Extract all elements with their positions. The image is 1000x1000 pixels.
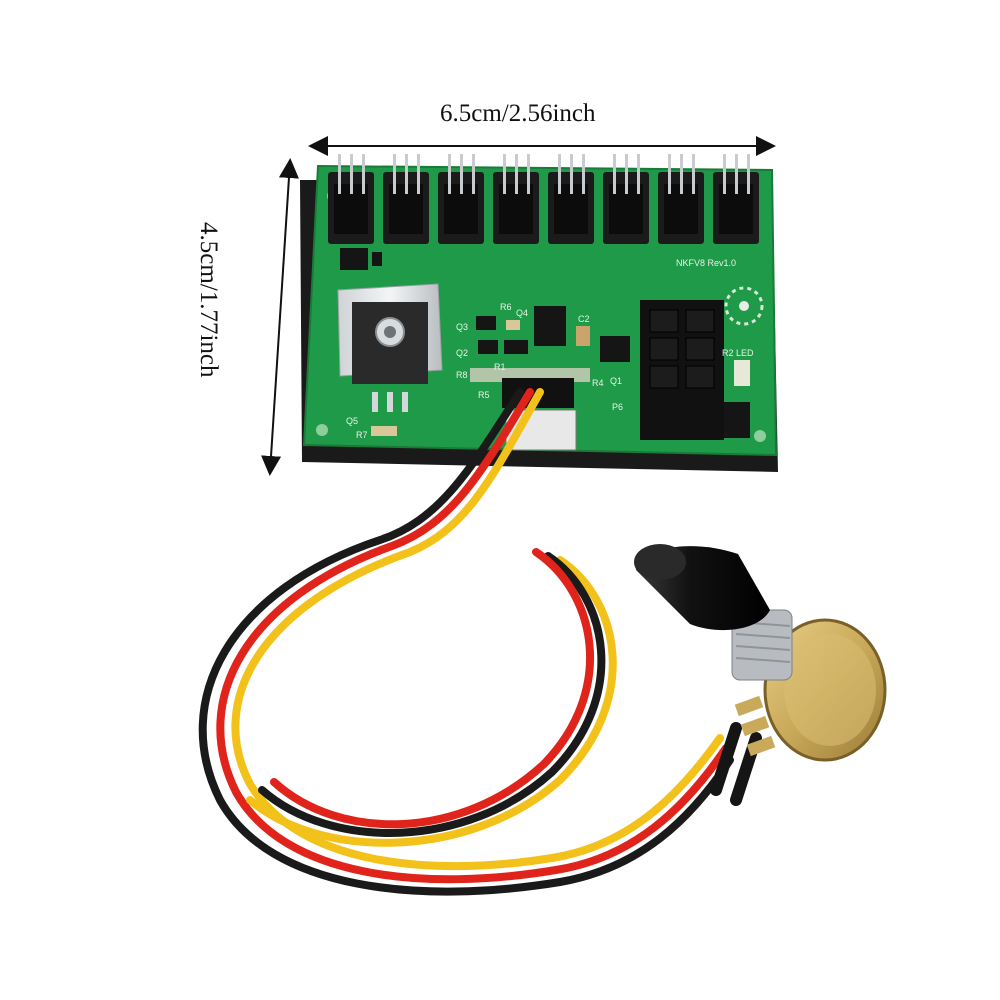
svg-text:R7: R7 (356, 430, 368, 440)
height-dimension-arrow (261, 158, 299, 476)
svg-text:Q2: Q2 (456, 348, 468, 358)
svg-text:Q1: Q1 (610, 376, 622, 386)
svg-text:LED: LED (736, 348, 754, 358)
power-connector (640, 300, 724, 440)
svg-text:R5: R5 (478, 390, 490, 400)
potentiometer (634, 544, 887, 762)
wire-harness (198, 388, 762, 896)
svg-text:R4: R4 (592, 378, 604, 388)
svg-text:Q5: Q5 (346, 416, 358, 426)
board-model-label: NKFV8 Rev1.0 (676, 258, 736, 268)
voltage-regulator-heatsink (337, 283, 443, 412)
svg-text:R2: R2 (722, 348, 734, 358)
svg-text:R1: R1 (494, 362, 506, 372)
fan-connectors (328, 154, 759, 244)
svg-text:Q4: Q4 (516, 308, 528, 318)
svg-text:C2: C2 (578, 314, 590, 324)
svg-text:Q3: Q3 (456, 322, 468, 332)
svg-text:R8: R8 (456, 370, 468, 380)
width-dimension-label: 6.5cm/2.56inch (440, 100, 596, 127)
svg-text:P6: P6 (612, 402, 623, 412)
svg-text:R6: R6 (500, 302, 512, 312)
